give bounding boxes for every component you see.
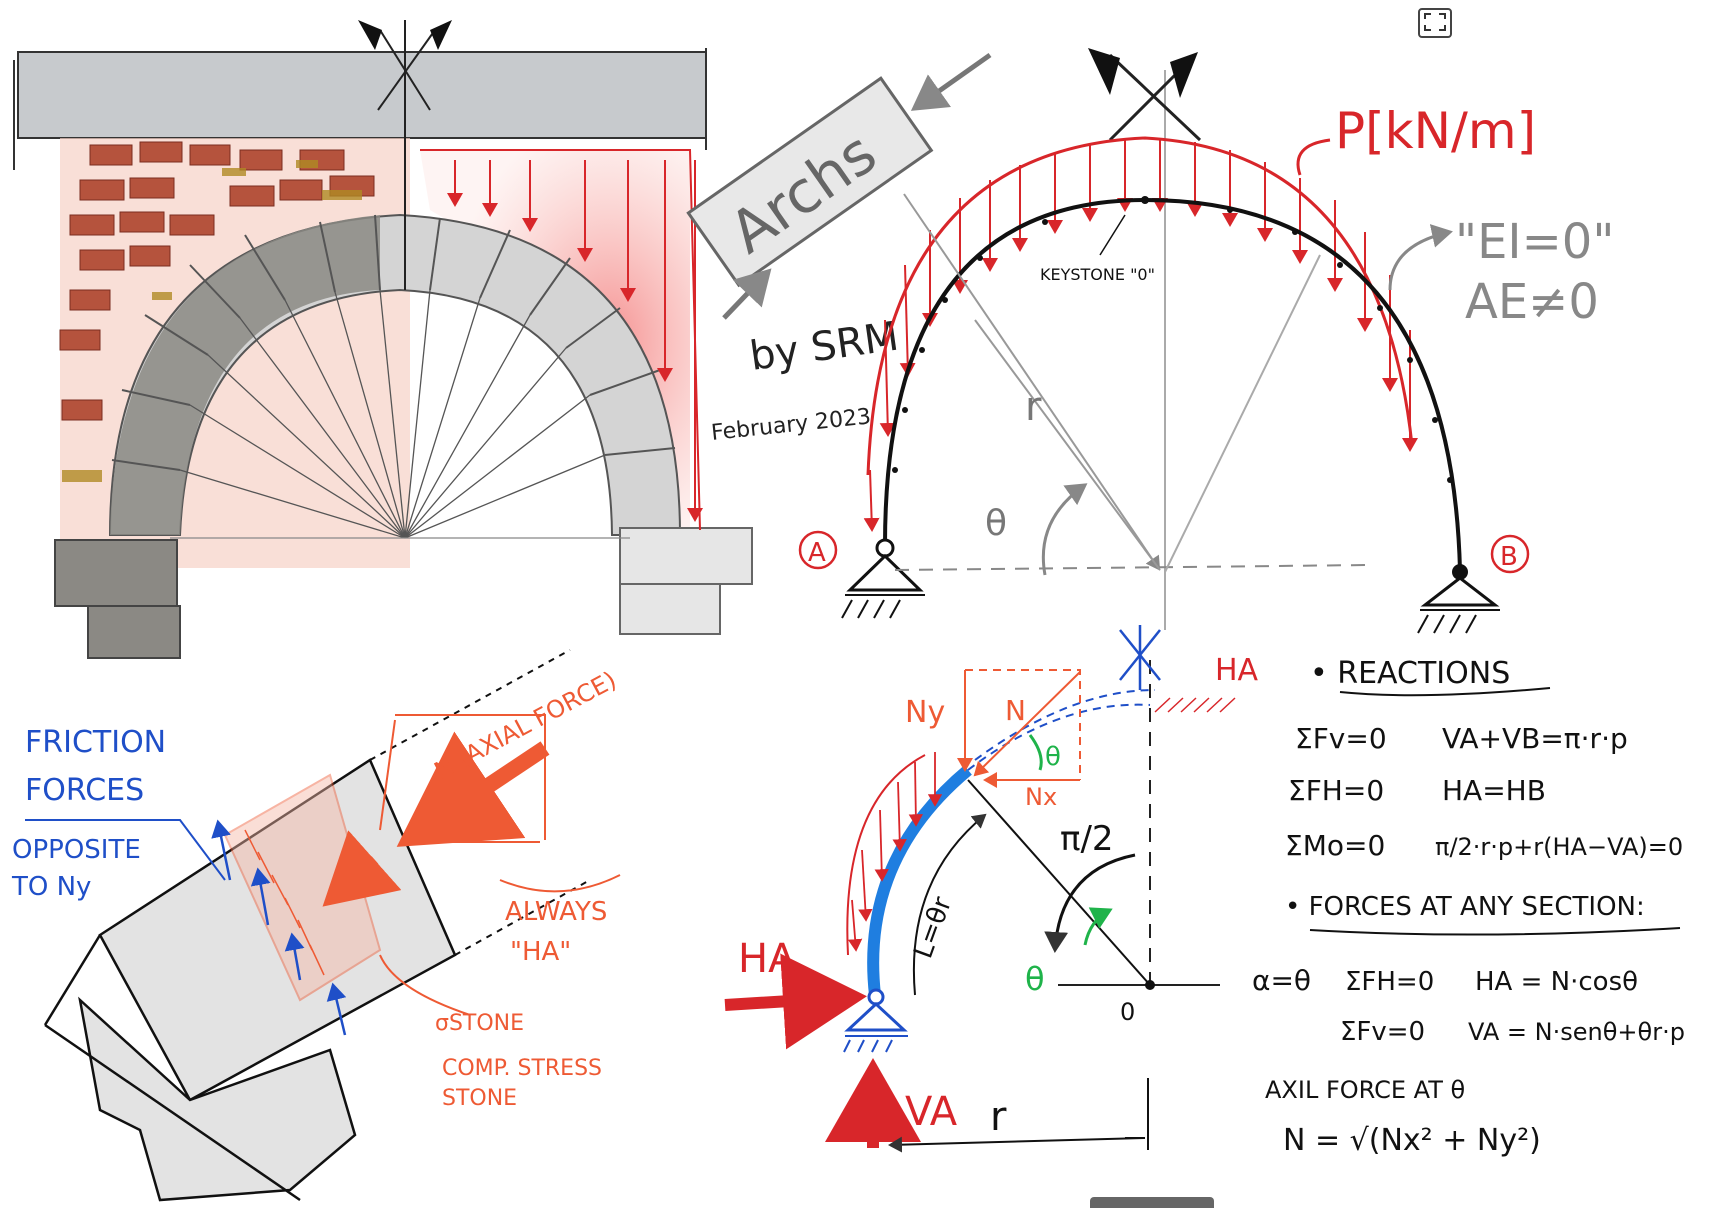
comp-stress-label-2: STONE [442,1086,517,1111]
ha-top-label: HA [1215,653,1259,688]
axil-title: AXIL FORCE AT θ [1265,1076,1465,1104]
friction-diagram: FRICTION FORCES OPPOSITE TO Ny N (AXIAL … [11,649,621,1202]
n-label: N [1005,694,1026,727]
nx-label: Nx [1025,783,1057,811]
support-b-label: B [1500,542,1518,572]
r-label: r [990,1094,1007,1140]
masonry-arch-illustration [13,20,753,659]
eq1-left: ΣFv=0 [1295,722,1387,755]
section-title: • FORCES AT ANY SECTION: [1285,892,1645,922]
friction-label-2: FORCES [25,773,144,808]
eq2-left: ΣFH=0 [1288,774,1384,807]
load-label: P[kN/m] [1335,102,1536,160]
expand-button[interactable] [1418,8,1452,38]
expand-icon [1424,13,1446,31]
theta-green-label: θ [1025,960,1045,998]
equations-panel: • REACTIONS ΣFv=0 VA+VB=π·r·p ΣFH=0 HA=H… [1252,656,1685,1158]
radius-label: r [1025,384,1042,430]
sigma-stone-label: σSTONE [435,1011,524,1036]
ny-label: Ny [905,695,945,730]
date-text: February 2023 [710,404,872,446]
always-label-2: "HA" [510,937,571,967]
eq5-right: VA = N·senθ+θr·p [1468,1018,1685,1046]
friction-label-1: FRICTION [25,725,166,760]
arc-length-label: L=θr [908,893,958,963]
eq4-left: ΣFH=0 [1345,967,1434,997]
video-scrub-handle[interactable] [1090,1197,1214,1208]
support-a-label: A [808,538,826,568]
comp-stress-label-1: COMP. STRESS [442,1056,602,1081]
eq2-right: HA=HB [1442,774,1546,807]
ei-label: "EI=0" [1455,214,1614,270]
title-block: Archs by SRM February 2023 [686,52,992,446]
keystone-label: KEYSTONE "0" [1040,265,1155,284]
opposite-label-1: OPPOSITE [12,835,141,865]
eq5-left: ΣFv=0 [1340,1017,1425,1047]
eq3-left: ΣMo=0 [1285,829,1385,862]
theta-top-label: θ [1045,742,1061,772]
eq4-right: HA = N·cosθ [1475,967,1638,997]
ha-left-label: HA [738,936,796,982]
eq3-right: π/2·r·p+r(HA−VA)=0 [1435,833,1683,861]
theta-label: θ [985,503,1007,544]
origin-label: 0 [1120,998,1135,1026]
author-text: by SRM [747,314,901,380]
half-arch-diagram: HA Ny N Nx θ π/2 θ 0 L=θr [724,625,1259,1153]
axil-formula: N = √(Nx² + Ny²) [1283,1123,1541,1158]
opposite-label-2: TO Ny [11,872,91,902]
reactions-title: • REACTIONS [1310,656,1510,691]
arch-statics-diagram: r θ KEYSTONE "0" P[kN/m] A B "EI=0" AE≠0 [798,48,1614,634]
alpha-eq: α=θ [1252,964,1311,997]
va-label: VA [905,1089,958,1135]
eq1-right: VA+VB=π·r·p [1442,722,1628,755]
pi-half-label: π/2 [1060,819,1114,859]
always-label-1: ALWAYS [505,897,607,927]
ae-label: AE≠0 [1465,274,1599,330]
